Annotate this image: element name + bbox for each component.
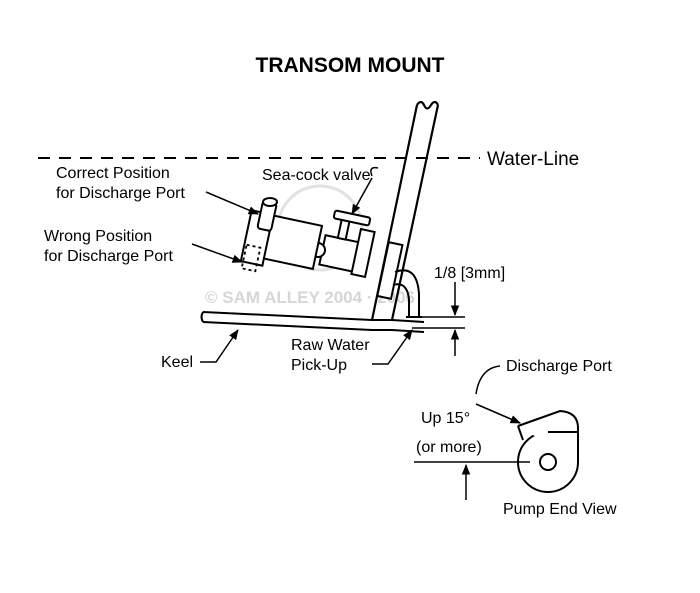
discharge-port-wrong [240,243,262,273]
discharge-port-callout: Discharge Port [475,358,612,424]
wrong-position-callout: Wrong Position for Discharge Port [44,228,243,265]
svg-text:Correct Position: Correct Position [56,165,170,182]
sea-cock-valve-callout: Sea-cock valve [262,166,379,215]
correct-position-callout: Correct Position for Discharge Port [56,165,259,215]
svg-text:(or more): (or more) [416,439,482,456]
sea-cock-valve [310,209,376,279]
svg-text:Keel: Keel [161,354,193,371]
svg-text:Sea-cock valve: Sea-cock valve [262,167,371,184]
svg-text:Wrong Position: Wrong Position [44,228,152,245]
diagram-title: TRANSOM MOUNT [255,54,445,77]
water-line-label: Water-Line [487,149,579,170]
svg-text:Up 15°: Up 15° [421,410,470,427]
clearance-dimension: 1/8 [3mm] [412,265,505,356]
keel [200,311,425,333]
pump-end-view [517,409,579,493]
svg-text:Pick-Up: Pick-Up [291,357,347,374]
keel-callout: Keel [161,329,239,371]
clearance-label: 1/8 [3mm] [434,265,505,282]
up-angle-indicator: Up 15° (or more) [414,410,530,500]
pump-body [239,209,324,271]
svg-text:© SAM ALLEY 2004 · 2006: © SAM ALLEY 2004 · 2006 [205,288,415,307]
raw-water-pickup-callout: Raw Water Pick-Up [291,329,413,374]
svg-text:for Discharge Port: for Discharge Port [44,248,173,265]
discharge-port-correct [256,197,278,232]
svg-text:for Discharge Port: for Discharge Port [56,185,185,202]
svg-text:Raw Water: Raw Water [291,337,370,354]
pump-end-view-label: Pump End View [503,501,617,518]
svg-text:Discharge Port: Discharge Port [506,358,612,375]
